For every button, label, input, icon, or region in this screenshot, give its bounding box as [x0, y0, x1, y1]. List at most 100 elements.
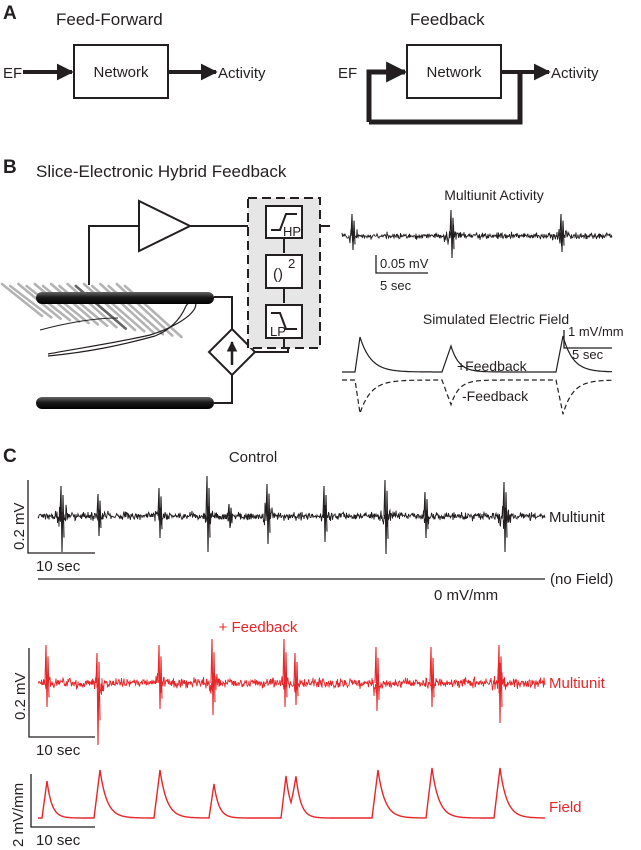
feedback-field-trace	[38, 767, 545, 819]
ff-output-label: Activity	[218, 65, 266, 82]
burst-spike	[559, 213, 565, 253]
burst-spike	[497, 644, 503, 724]
feed-forward-title: Feed-Forward	[56, 10, 163, 29]
panel-b-label: B	[3, 157, 17, 178]
control-amp-label: 0.2 mV	[11, 502, 28, 550]
tissue-layer-outline	[39, 317, 119, 331]
electrode	[8, 284, 53, 319]
ff-input-label: EF	[3, 65, 22, 82]
b-multiunit-scalebar	[375, 255, 428, 274]
feedback-amp-label: 0.2 mV	[12, 672, 29, 720]
burst-spike	[59, 485, 65, 553]
feedback-multiunit-label: Multiunit	[549, 675, 606, 692]
feed-forward-diagram: Feed-Forward EF Network Activity	[3, 10, 266, 99]
electrode	[49, 282, 100, 326]
minus-feedback-trace	[342, 379, 612, 415]
recording-wire	[88, 225, 139, 285]
panel-b: B Slice-Electronic Hybrid Feedback HP	[0, 157, 624, 415]
low-pass-label: LP	[270, 324, 286, 339]
square-label: ()	[273, 266, 283, 283]
field-trace-line	[38, 767, 545, 819]
burst-spike	[95, 652, 101, 746]
electrode	[82, 282, 137, 332]
feedback-scalebar	[28, 648, 95, 738]
no-field-label: (no Field)	[550, 571, 613, 588]
burst-spike	[293, 652, 299, 706]
burst-spike	[374, 646, 380, 712]
fb-loop-return-arrow	[366, 61, 408, 122]
b-multiunit-trace	[341, 209, 613, 259]
burst-spike	[157, 644, 163, 710]
high-pass-box	[265, 205, 303, 239]
high-pass-icon	[271, 213, 297, 231]
burst-spike	[157, 487, 163, 539]
panel-a-label: A	[3, 3, 17, 24]
fb-loop-path	[369, 72, 523, 125]
feedback-diagram: Feedback EF Network Activity	[338, 10, 599, 125]
burst-spike	[44, 644, 50, 708]
low-pass-icon	[271, 312, 297, 330]
fb-network-label: Network	[426, 64, 482, 81]
burst-spike	[502, 481, 508, 553]
control-scalebar	[27, 480, 95, 554]
burst-spike	[205, 475, 211, 553]
burst-spike	[282, 638, 288, 708]
fb-input-label: EF	[338, 65, 357, 82]
high-pass-label: HP	[283, 224, 301, 239]
square-operator: () 2	[265, 254, 303, 289]
control-multiunit-line	[37, 502, 546, 529]
panel-c: C Control Multiunit 0.2 mV 10 sec (no Fi…	[3, 446, 613, 849]
amplifier-icon	[138, 199, 193, 253]
control-multiunit-label: Multiunit	[549, 509, 606, 526]
square-box	[265, 254, 303, 289]
fb-output-label: Activity	[551, 65, 599, 82]
burst-spike	[429, 646, 435, 708]
burst-spike	[383, 479, 389, 555]
b-multiunit-trace-line	[341, 224, 613, 247]
feedback-time-label: 10 sec	[36, 742, 81, 759]
b-field-scalebar	[563, 330, 612, 349]
panel-a: A Feed-Forward EF Network Activity Feedb…	[3, 3, 599, 125]
burst-spike	[265, 483, 271, 545]
high-pass-filter: HP	[265, 205, 303, 239]
panel-c-label: C	[3, 446, 17, 467]
b-field-amp-label: 1 mV/mm	[568, 324, 624, 339]
burst-spike	[322, 485, 328, 543]
burst-spike	[210, 638, 216, 716]
lower-field-electrode	[36, 397, 214, 409]
feedback-multiunit-trace	[37, 638, 546, 746]
feedback-title-c: + Feedback	[219, 619, 298, 636]
b-field-time-label: 5 sec	[572, 347, 604, 362]
field-time-label: 10 sec	[36, 832, 81, 849]
field-amp-label: 2 mV/mm	[10, 783, 27, 847]
source-control-wire	[255, 348, 289, 353]
lower-rod-wire	[214, 375, 233, 404]
zero-field-label: 0 mV/mm	[434, 587, 498, 604]
electrode	[99, 282, 155, 335]
field-trace-label: Field	[549, 799, 582, 816]
ff-network-label: Network	[93, 64, 149, 81]
b-multiunit-title: Multiunit Activity	[444, 187, 544, 203]
burst-spike	[350, 213, 356, 251]
burst-spike	[96, 493, 102, 537]
control-multiunit-trace	[37, 475, 546, 555]
b-field-title: Simulated Electric Field	[423, 311, 569, 327]
control-time-label: 10 sec	[36, 558, 81, 575]
electrode-array	[0, 282, 183, 339]
burst-spike	[423, 491, 429, 539]
b-multiunit-time-label: 5 sec	[380, 278, 412, 293]
control-title: Control	[229, 449, 277, 466]
electrode	[0, 282, 44, 318]
b-multiunit-amp-label: 0.05 mV	[380, 256, 429, 271]
square-exponent: 2	[288, 256, 295, 271]
low-pass-filter: LP	[265, 304, 303, 339]
upper-field-electrode	[36, 292, 214, 304]
panel-b-title: Slice-Electronic Hybrid Feedback	[36, 162, 287, 181]
minus-feedback-label: -Feedback	[462, 388, 529, 404]
feedback-multiunit-line	[37, 662, 546, 697]
plus-feedback-label: +Feedback	[457, 358, 528, 374]
electrode	[66, 282, 118, 329]
burst-spike	[449, 209, 455, 259]
upper-rod-wire	[214, 296, 233, 329]
field-scalebar	[30, 774, 95, 828]
